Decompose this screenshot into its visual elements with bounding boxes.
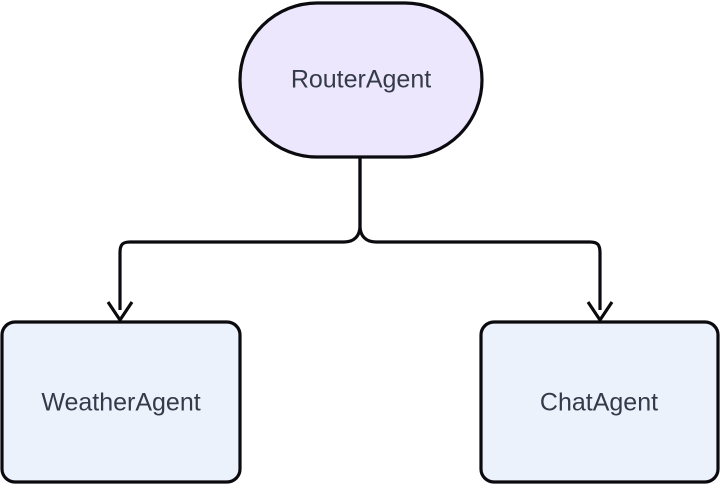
- node-router-agent-label: RouterAgent: [291, 66, 431, 94]
- node-chat-agent-label: ChatAgent: [540, 389, 658, 417]
- node-weather-agent-shape: [0, 320, 242, 484]
- edge-router-to-chat[interactable]: [358, 157, 602, 310]
- node-weather-agent[interactable]: WeatherAgent: [0, 320, 242, 484]
- arrowhead-chat-icon: [586, 301, 614, 323]
- node-chat-agent[interactable]: ChatAgent: [479, 320, 720, 484]
- edge-group: [106, 157, 614, 323]
- arrowhead-weather-icon: [106, 301, 134, 323]
- edge-router-to-weather[interactable]: [118, 157, 362, 310]
- node-router-agent-shape: [238, 1, 484, 159]
- node-weather-agent-label: WeatherAgent: [41, 389, 200, 417]
- node-router-agent[interactable]: RouterAgent: [238, 1, 484, 159]
- node-chat-agent-shape: [479, 320, 720, 484]
